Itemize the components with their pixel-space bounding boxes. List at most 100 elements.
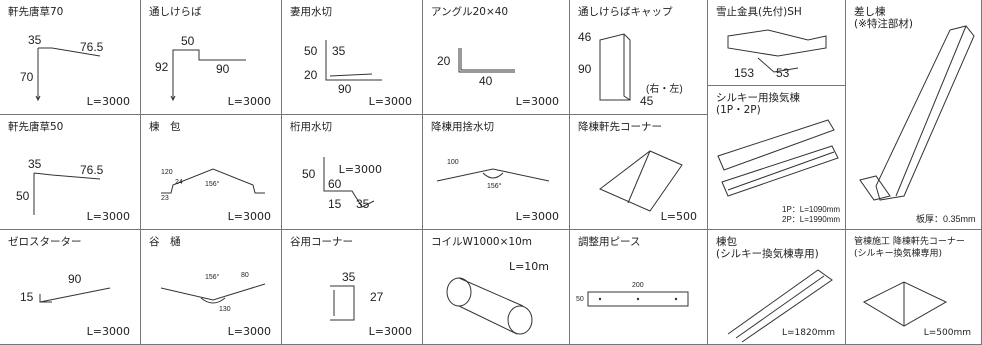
dim-label: 50 — [16, 189, 30, 203]
dim-label: 24 — [175, 179, 183, 186]
cell-adjustment-piece: 調整用ピース 200 50 — [570, 230, 708, 345]
length-label: L=3000 — [368, 325, 412, 338]
dim-label: 35 — [342, 270, 356, 284]
length-label: L=3000 — [368, 95, 412, 108]
dim-label: 40 — [479, 74, 493, 88]
length-label: L=1820mm — [782, 328, 835, 338]
product-drawing — [599, 150, 683, 212]
dim-label: 92 — [155, 60, 169, 74]
dim-label: 50 — [576, 296, 584, 303]
length-label: L=10m — [508, 260, 549, 273]
cell-tanidoi: 谷 樋 156° 80 130 L=3000 — [141, 230, 282, 345]
dim-label: 46 — [578, 30, 592, 44]
profile-drawing — [323, 157, 375, 208]
dim-label: 90 — [68, 272, 82, 286]
dim-label: 130 — [219, 306, 231, 313]
dim-label: 35 — [28, 33, 42, 47]
cell-angle-20x40: アングル20×40 20 40 L=3000 — [423, 0, 570, 115]
cell-title: 管棟施工 降棟軒先コーナー (シルキー換気棟専用) — [854, 237, 965, 259]
cell-title: 妻用水切 — [290, 6, 332, 18]
cell-title: 軒先唐草50 — [8, 121, 64, 133]
dim-label: 20 — [304, 68, 318, 82]
cell-title: 棟包 (シルキー換気棟専用) — [716, 236, 819, 260]
product-drawing — [859, 25, 975, 201]
cell-munezutsumi-silky: 棟包 (シルキー換気棟専用) L=1820mm — [708, 230, 846, 345]
cell-kudarimune-nokisaki-corner: 降棟軒先コーナー L=500 — [570, 115, 708, 230]
dim-label: 80 — [241, 272, 249, 279]
dim-label: 35 — [28, 157, 42, 171]
cell-title: ゼロスターター — [8, 236, 82, 248]
length-label: L=500mm — [923, 328, 971, 338]
length-label: L=3000 — [515, 210, 559, 223]
cell-silky-kankitou: シルキー用換気棟 (1P・2P) 1P：L=1090mm 2P：L=1990mm — [708, 86, 846, 230]
dim-label: 27 — [370, 290, 384, 304]
length-label: L=3000 — [227, 95, 271, 108]
side-note: (右・左) — [646, 84, 683, 95]
dim-label: 35 — [332, 44, 346, 58]
product-drawing — [446, 277, 533, 335]
dim-label: 15 — [20, 290, 34, 304]
profile-drawing — [436, 168, 550, 182]
dim-label: 50 — [302, 167, 316, 181]
dim-label: 50 — [304, 44, 318, 58]
length-label: L=3000 — [86, 95, 130, 108]
dim-label: 35 — [356, 197, 370, 211]
dim-label: 156° — [205, 181, 220, 188]
cell-title: 通しけらば — [149, 6, 202, 18]
cell-title: 桁用水切 — [290, 121, 332, 133]
profile-drawing — [35, 47, 101, 102]
dim-label: 76.5 — [80, 163, 104, 177]
dim-label: 53 — [776, 66, 790, 80]
cell-munezutsumi: 棟 包 120 24 156° 23 L=3000 — [141, 115, 282, 230]
dim-label: 70 — [20, 70, 34, 84]
product-drawing — [727, 29, 827, 73]
dim-label: 45 — [640, 94, 654, 108]
spec-note: 1P：L=1090mm — [782, 205, 841, 214]
dim-label: 120 — [161, 169, 173, 176]
dim-label: 20 — [437, 54, 451, 68]
cell-title: 雪止金具(先付)SH — [716, 6, 802, 18]
cell-toshi-keraba: 通しけらば 50 92 90 L=3000 — [141, 0, 282, 115]
cell-title: 軒先唐草70 — [8, 6, 64, 18]
length-label: L=3000 — [227, 325, 271, 338]
cell-title: 棟 包 — [149, 121, 181, 133]
dim-label: 15 — [328, 197, 342, 211]
dim-label: 100 — [447, 159, 459, 166]
dim-label: 156° — [205, 274, 220, 281]
cell-toshi-keraba-cap: 通しけらばキャップ 46 90 (右・左) 45 — [570, 0, 708, 115]
dim-label: 90 — [216, 62, 230, 76]
spec-note: 板厚：0.35mm — [916, 214, 976, 224]
profile-drawing — [161, 168, 265, 194]
cell-title: 差し棟 (※特注部材) — [854, 6, 913, 30]
product-drawing — [587, 291, 689, 307]
profile-drawing — [160, 283, 266, 304]
spec-note: 2P：L=1990mm — [782, 215, 841, 224]
cell-title: 降棟用捨水切 — [431, 121, 494, 133]
dim-label: 90 — [578, 62, 592, 76]
cell-keta-mizukiri: 桁用水切 50 60 15 35 L=3000 — [282, 115, 423, 230]
product-drawing — [599, 33, 631, 101]
profile-drawing — [325, 40, 382, 81]
dim-label: 90 — [338, 82, 352, 96]
length-label: L=3000 — [227, 210, 271, 223]
length-label: L=3000 — [86, 210, 130, 223]
cell-sashimune: 差し棟 (※特注部材) 板厚：0.35mm — [846, 0, 982, 230]
product-drawing — [717, 119, 839, 197]
length-label: L=3000 — [86, 325, 130, 338]
cell-title: 谷用コーナー — [290, 236, 353, 248]
cell-nokisaki-karakusa-70: 軒先唐草70 35 76.5 70 L=3000 — [0, 0, 141, 115]
cell-kudarimune-corner-silky: 管棟施工 降棟軒先コーナー (シルキー換気棟専用) L=500mm — [846, 230, 982, 345]
cell-zero-starter: ゼロスターター 90 15 L=3000 — [0, 230, 141, 345]
profile-drawing — [39, 287, 111, 303]
length-label: L=3000 — [338, 163, 382, 176]
profile-drawing — [33, 172, 101, 215]
dim-label: 23 — [161, 195, 169, 202]
cell-title: コイルW1000×10m — [431, 236, 532, 248]
dim-label: 60 — [328, 177, 342, 191]
profile-drawing — [170, 49, 246, 102]
cell-title: 通しけらばキャップ — [578, 6, 673, 18]
length-label: L=500 — [660, 210, 697, 223]
cell-nokisaki-karakusa-50: 軒先唐草50 35 76.5 50 L=3000 — [0, 115, 141, 230]
length-label: L=3000 — [515, 95, 559, 108]
